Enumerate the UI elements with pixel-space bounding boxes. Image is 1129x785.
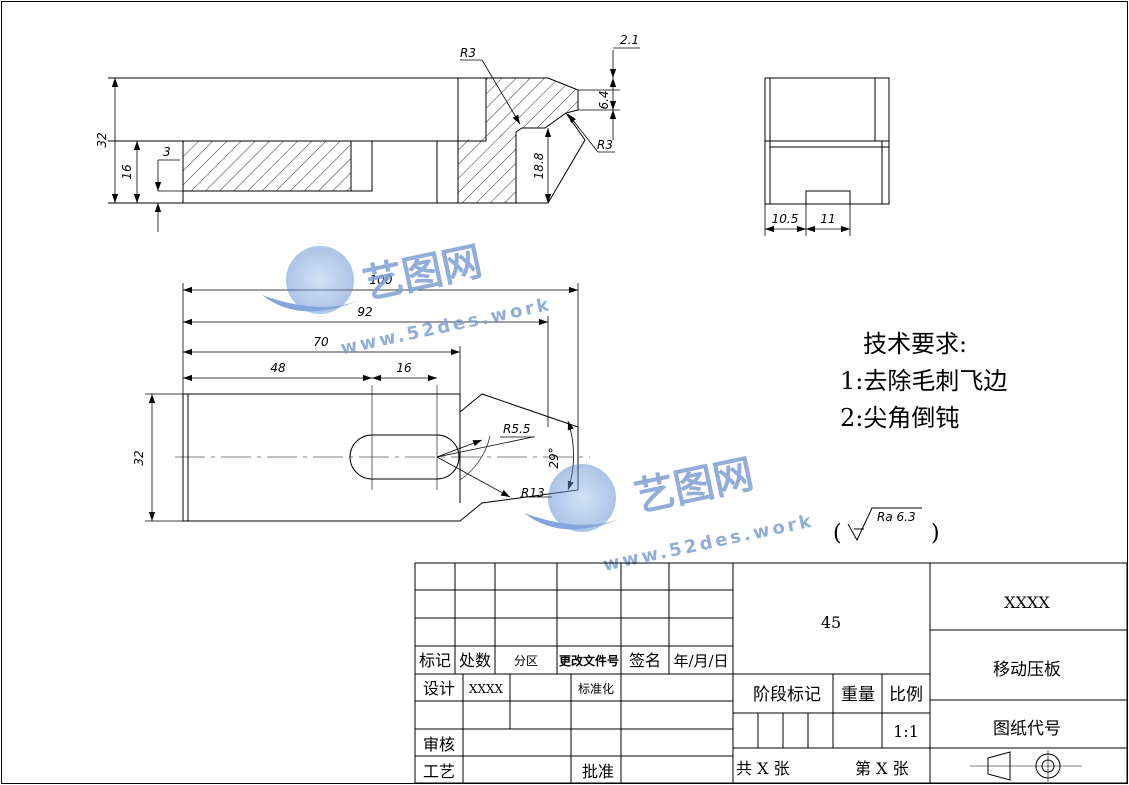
dim-side-16: 16 (120, 164, 134, 180)
dim-top-100: 100 (370, 273, 393, 287)
surface-finish-open-paren: ( (833, 521, 842, 546)
dim-side-32: 32 (95, 132, 109, 147)
side-outline (108, 77, 586, 204)
tb-company: XXXX (1004, 593, 1050, 612)
top-view (175, 385, 590, 522)
dim-top-92: 92 (357, 305, 372, 319)
tb-hdr-zone: 分区 (514, 654, 538, 668)
dim-top-48: 48 (270, 361, 286, 375)
tb-designer: XXXX (469, 682, 504, 696)
tb-design-label: 设计 (423, 679, 455, 698)
title-block (414, 562, 1128, 784)
dim-side-r3-right: R3 (597, 138, 613, 152)
watermark-1: 艺图网 www.52des.work (262, 239, 554, 359)
dim-side-r3-top: R3 (460, 46, 476, 60)
surface-finish-roughness: Ra 6.3 (877, 510, 916, 524)
tech-req-title: 技术要求: (863, 330, 967, 358)
surface-finish-symbol (847, 507, 922, 542)
tb-part-name: 移动压板 (993, 660, 1061, 680)
hatch-left (183, 141, 351, 191)
end-view-dims (764, 204, 851, 236)
dim-side-3: 3 (163, 145, 171, 159)
dim-top-r5-5: R5.5 (503, 422, 530, 436)
hatch-right (486, 78, 578, 141)
watermark-brand: 艺图网 (359, 239, 486, 309)
tb-material: 45 (821, 613, 841, 632)
dim-side-6-4: 6.4 (597, 90, 611, 109)
dim-top-70: 70 (313, 335, 329, 349)
tb-process-label: 工艺 (423, 762, 455, 781)
side-view-dims (111, 47, 640, 232)
tech-req-item-1: 1:去除毛刺飞边 (840, 367, 1007, 395)
projection-symbol-icon (970, 750, 1082, 782)
tb-hdr-date: 年/月/日 (673, 652, 728, 670)
dim-top-r13: R13 (521, 486, 545, 500)
dim-top-32: 32 (132, 450, 146, 465)
watermark-url: www.52des.work (601, 510, 816, 575)
tb-hdr-signature: 签名 (629, 651, 661, 670)
side-view (108, 77, 586, 204)
dim-top-29deg: 29° (547, 447, 561, 468)
dim-top-16: 16 (396, 361, 412, 375)
tb-drawing-no-label: 图纸代号 (993, 719, 1061, 739)
hatch-right-lower (458, 132, 516, 203)
surface-finish-close-paren: ) (931, 521, 940, 546)
tb-scale-label: 比例 (889, 685, 923, 705)
tb-weight-label: 重量 (841, 685, 875, 705)
watermark-brand: 艺图网 (631, 451, 758, 521)
watermark-2: 艺图网 www.52des.work (524, 451, 816, 576)
tb-hdr-change-doc: 更改文件号 (559, 653, 619, 668)
tb-hdr-count: 处数 (459, 651, 491, 670)
end-view (764, 77, 890, 205)
dim-side-2-1: 2.1 (620, 33, 639, 47)
tb-approve-label: 批准 (582, 762, 614, 781)
watermark-globe-icon (548, 464, 616, 532)
tb-standardize-label: 标准化 (578, 682, 614, 696)
watermark-globe-icon (286, 246, 354, 314)
dim-side-18-8: 18.8 (532, 152, 546, 179)
top-view-dims (145, 283, 579, 522)
tb-scale: 1:1 (893, 722, 919, 741)
tb-sheet-no: 第 X 张 (855, 759, 909, 778)
tb-stage-mark-label: 阶段标记 (753, 685, 821, 705)
tb-sheets-total: 共 X 张 (736, 759, 790, 778)
tech-req-item-2: 2:尖角倒钝 (840, 404, 959, 432)
tb-review-label: 审核 (423, 735, 455, 754)
dim-end-11: 11 (820, 212, 835, 226)
tb-hdr-mark: 标记 (419, 651, 451, 670)
dim-end-10-5: 10.5 (772, 212, 799, 226)
